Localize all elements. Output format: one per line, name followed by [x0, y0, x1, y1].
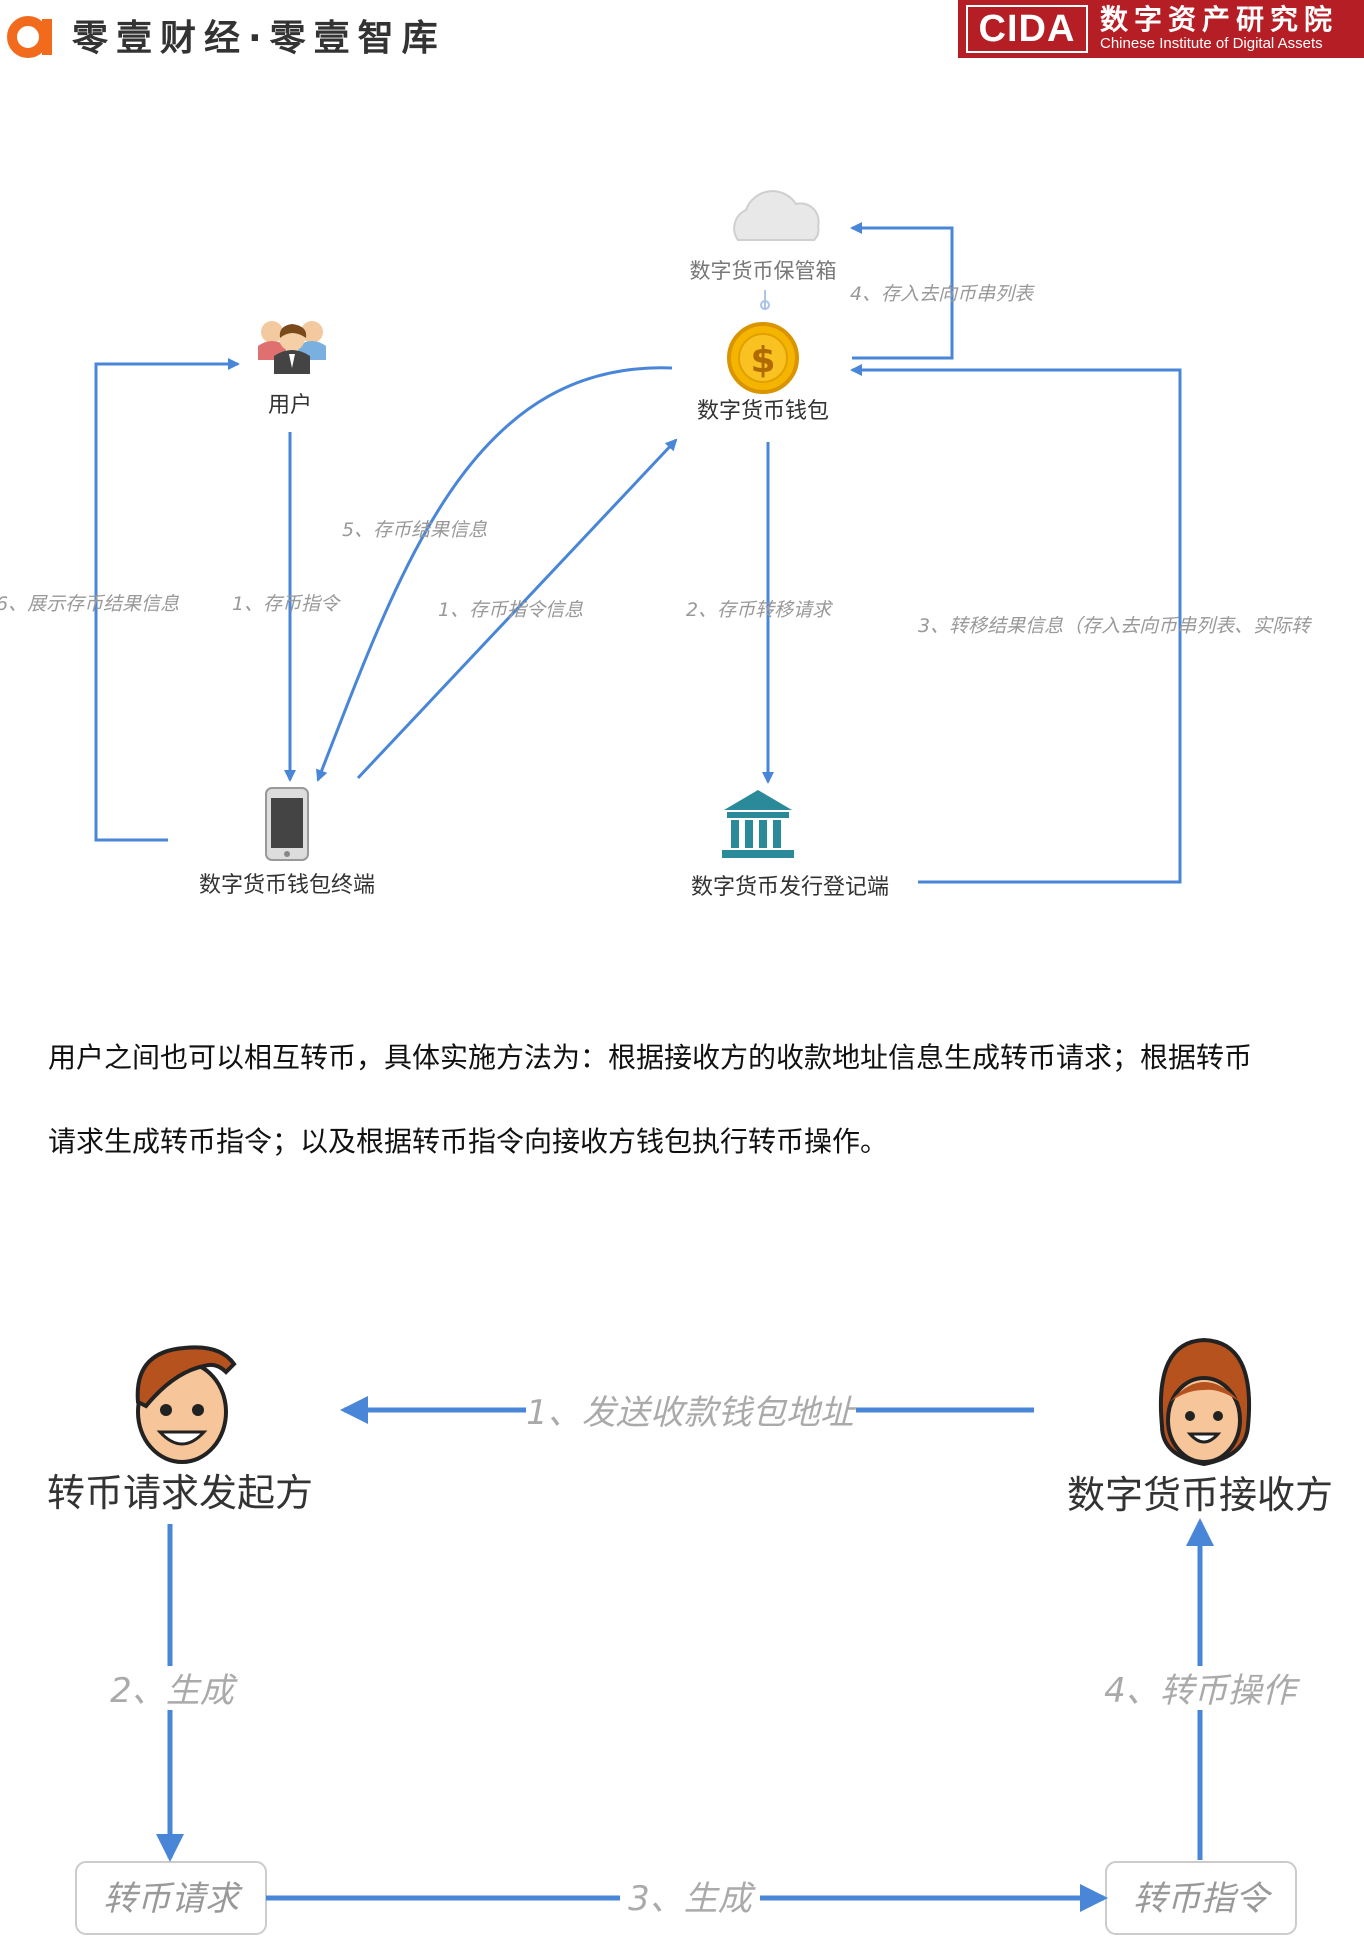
edge2-label-2: 2、生成 [110, 1671, 239, 1711]
users-icon [258, 321, 326, 374]
edge-label-6: 6、展示存币结果信息 [0, 593, 179, 615]
edge-wallet-to-vault [850, 222, 954, 360]
edge2-label-3: 3、生成 [628, 1879, 757, 1919]
edge-terminal-to-wallet [356, 438, 678, 780]
paragraph-line-1: 用户之间也可以相互转币，具体实施方法为：根据接收方的收款地址信息生成转币请求；根… [48, 1041, 1253, 1074]
transfer-flow-diagram: 转币请求发起方 数字货币接收方 转币请求 转币指令 1、发送收款钱包地址 2、生… [47, 1337, 1333, 1935]
edge-label-5: 5、存币结果信息 [342, 519, 487, 541]
wallet-label: 数字货币钱包 [697, 399, 829, 424]
terminal-label: 数字货币钱包终端 [199, 873, 375, 898]
initiator-label: 转币请求发起方 [47, 1471, 313, 1515]
edge2-label-1: 1、发送收款钱包地址 [526, 1393, 857, 1433]
cida-name-en: Chinese Institute of Digital Assets [1100, 35, 1323, 52]
female-avatar-icon [1158, 1337, 1251, 1467]
cida-mark: CIDA [966, 5, 1088, 53]
edge-label-3: 3、转移结果信息（存入去向币串列表、实际转 [918, 615, 1312, 637]
instruction-box-label: 转币指令 [1133, 1879, 1273, 1919]
user-label: 用户 [268, 393, 312, 418]
paragraph-line-2: 请求生成转币指令；以及根据转币指令向接收方钱包执行转币操作。 [48, 1125, 889, 1158]
cloud-icon [733, 190, 820, 241]
request-box-label: 转币请求 [103, 1879, 243, 1919]
zero-one-logo-icon [7, 16, 52, 58]
cida-logo: CIDA 数字资产研究院 Chinese Institute of Digita… [958, 0, 1364, 58]
svg-text:$: $ [750, 340, 775, 381]
bank-icon [722, 790, 794, 858]
receiver-label: 数字货币接收方 [1067, 1473, 1333, 1517]
body-paragraph: 用户之间也可以相互转币，具体实施方法为：根据接收方的收款地址信息生成转币请求；根… [48, 1016, 1328, 1184]
edge-label-2: 2、存币转移请求 [686, 599, 834, 621]
cida-name-cn: 数字资产研究院 [1100, 3, 1339, 36]
edge-label-1b: 1、存币指令信息 [438, 599, 583, 621]
edge-registry-to-wallet [850, 364, 1182, 884]
male-avatar-icon [135, 1345, 237, 1464]
vault-label: 数字货币保管箱 [690, 259, 837, 283]
brand-left-text: 零壹财经·零壹智库 [72, 18, 446, 59]
registry-label: 数字货币发行登记端 [691, 875, 889, 900]
edge-label-4: 4、存入去向币串列表 [850, 283, 1035, 305]
phone-icon [265, 787, 309, 861]
edge2-label-4: 4、转币操作 [1104, 1671, 1301, 1711]
header-brand-left: 零壹财经·零壹智库 [0, 0, 446, 70]
coin-icon: $ [727, 322, 799, 394]
edge-wallet-to-terminal [316, 366, 673, 782]
deposit-flow-diagram: 数字货币保管箱 $ 数字货币钱包 用户 数字货币钱包终端 数字货币发行登记端 [0, 190, 1312, 900]
edge-terminal-to-user [94, 358, 240, 842]
edge-label-1: 1、存币指令 [232, 593, 341, 615]
